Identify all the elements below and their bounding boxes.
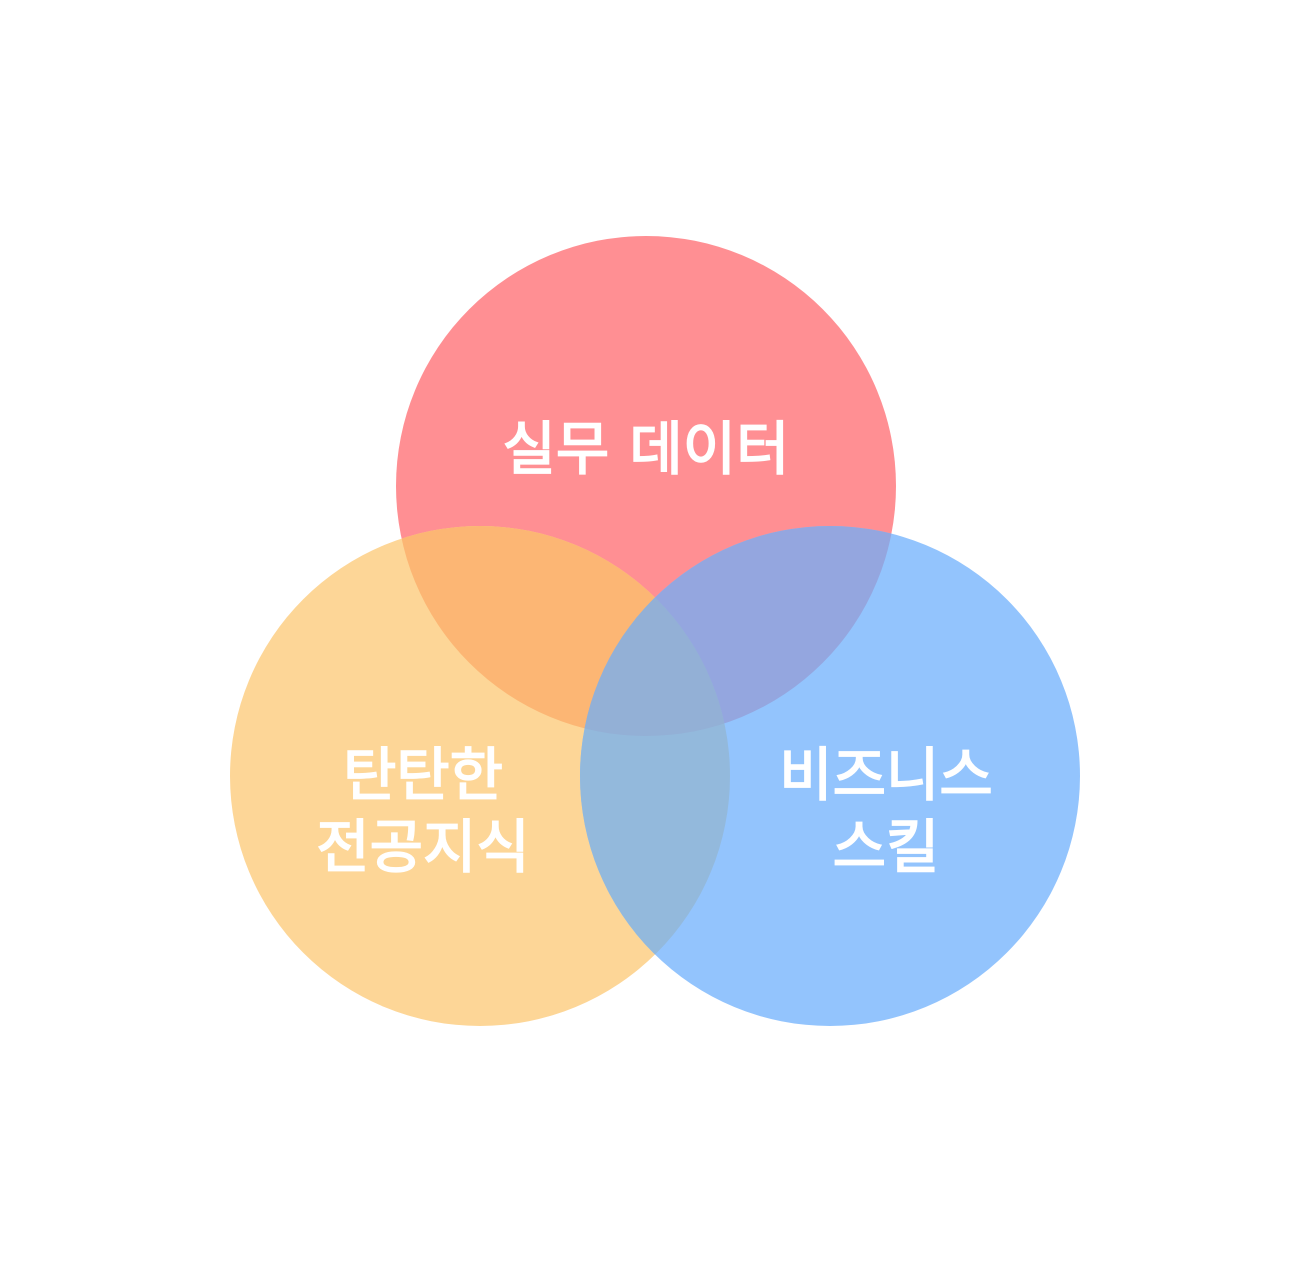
label-line: 스킬	[832, 813, 940, 881]
label-line: 비즈니스	[779, 741, 993, 809]
overlap-top-left	[396, 526, 730, 736]
label-line: 전공지식	[316, 813, 530, 881]
label-practical-data: 실무 데이터	[503, 413, 790, 485]
label-line: 탄탄한	[342, 741, 504, 809]
label-line: 실무 데이터	[502, 415, 790, 483]
overlap-top-right	[580, 526, 896, 736]
label-major-knowledge: 탄탄한 전공지식	[316, 739, 529, 883]
label-business-skill: 비즈니스 스킬	[779, 739, 992, 883]
